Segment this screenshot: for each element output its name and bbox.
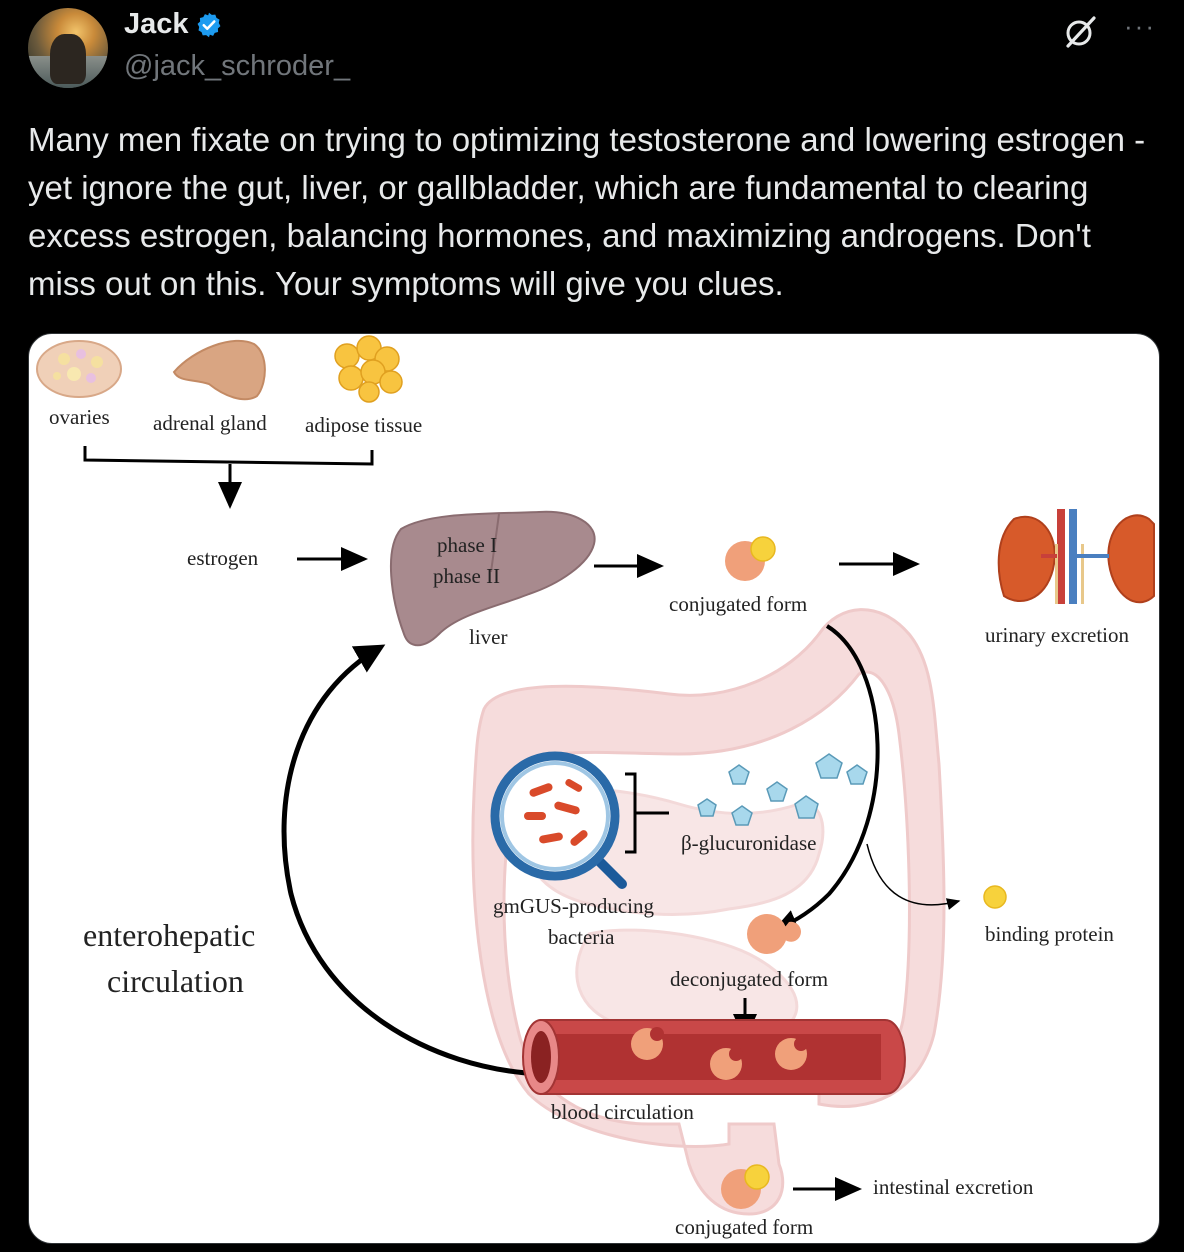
enzyme-bracket [625,772,669,854]
source-bracket [83,446,374,466]
author-row: Jack [124,8,223,41]
author-handle[interactable]: @jack_schroder_ [124,50,351,82]
conjugated-molecule-bottom [721,1164,770,1209]
label-bacteria-line1: gmGUS-producing [493,894,654,918]
binding-protein-arrow [866,843,961,910]
liver-illustration [390,510,596,647]
label-ovaries: ovaries [49,405,110,429]
label-estrogen: estrogen [187,546,259,570]
label-binding-protein: binding protein [985,922,1114,946]
adrenal-gland-illustration [172,339,266,401]
grok-icon[interactable] [1062,14,1098,50]
tweet-image[interactable]: ovaries adrenal gland adipose tissue est… [28,333,1160,1244]
enterohepatic-arrow [281,644,542,1077]
adipose-tissue-illustration [334,335,403,403]
verified-badge-icon [197,12,220,37]
label-liver: liver [469,625,507,649]
label-blood-circulation: blood circulation [551,1100,694,1124]
deconjugated-molecule [747,914,801,954]
avatar-person [50,34,86,84]
label-phase-2: phase II [433,564,500,588]
avatar[interactable] [28,8,108,88]
label-urinary-excretion: urinary excretion [985,623,1130,647]
label-conjugated-form-top: conjugated form [669,592,807,616]
label-deconjugated-form: deconjugated form [670,967,828,991]
label-circulation: circulation [107,963,244,999]
author-name[interactable]: Jack [124,8,189,40]
glucuronidase-enzymes [697,753,868,826]
label-adrenal-gland: adrenal gland [153,411,267,435]
conjugate-to-deconjugate-arrow [773,624,880,933]
more-options-icon[interactable]: ··· [1124,10,1156,41]
label-phase-1: phase I [437,533,497,557]
label-bacteria-line2: bacteria [548,925,615,949]
blood-vessel-illustration [522,1019,906,1095]
label-conjugated-form-bottom: conjugated form [675,1215,813,1239]
tweet-text: Many men fixate on trying to optimizing … [28,121,1146,302]
magnifier-bacteria-illustration [490,751,627,889]
label-intestinal-excretion: intestinal excretion [873,1175,1034,1199]
tweet-actions: ··· [1062,10,1156,50]
binding-protein-dot [983,885,1007,909]
estrogen-metabolism-diagram: ovaries adrenal gland adipose tissue est… [36,335,1155,1239]
ovaries-illustration [36,340,122,398]
label-beta-glucuronidase: β-glucuronidase [681,831,816,855]
conjugated-molecule-top [725,536,776,581]
label-enterohepatic: enterohepatic [83,917,255,953]
kidneys-illustration [997,509,1155,604]
label-adipose-tissue: adipose tissue [305,413,422,437]
